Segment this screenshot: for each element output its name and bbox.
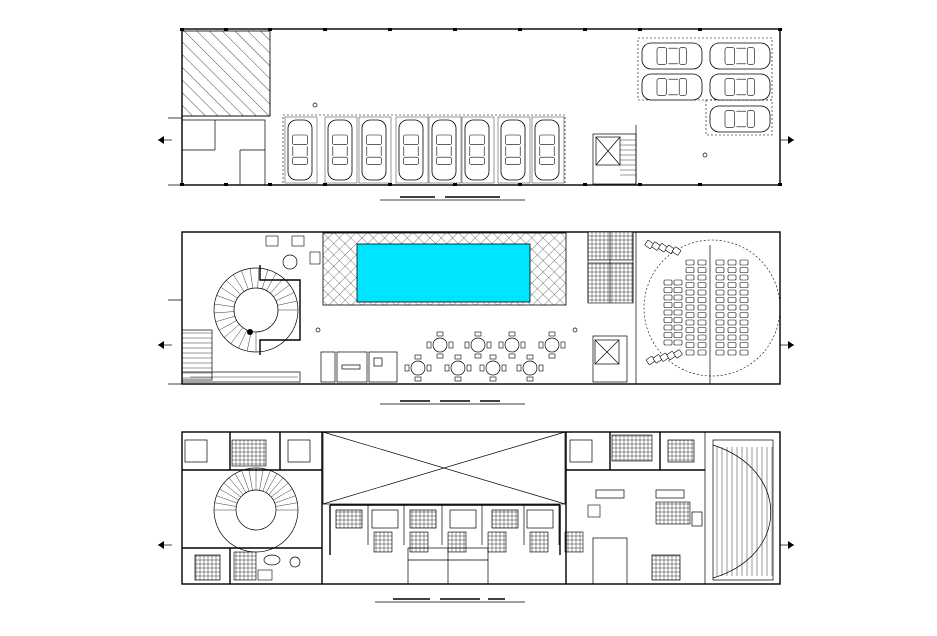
parked-car bbox=[709, 73, 771, 101]
parked-car bbox=[641, 42, 703, 70]
cafe-table bbox=[426, 331, 454, 359]
parking-level-plan bbox=[158, 28, 794, 201]
cafe-table bbox=[498, 331, 526, 359]
parked-car bbox=[641, 73, 703, 101]
cafe-table bbox=[464, 331, 492, 359]
parked-car bbox=[361, 119, 387, 181]
room-level-plan bbox=[158, 431, 794, 603]
parked-car bbox=[534, 119, 560, 181]
cafe-table bbox=[404, 354, 432, 382]
parked-car bbox=[431, 119, 457, 181]
parked-car bbox=[500, 119, 526, 181]
parked-car bbox=[709, 42, 771, 70]
parked-car bbox=[327, 119, 353, 181]
pool-level-plan bbox=[158, 231, 794, 405]
cafe-table bbox=[444, 354, 472, 382]
cafe-table bbox=[479, 354, 507, 382]
parked-car bbox=[398, 119, 424, 181]
parked-car bbox=[287, 119, 313, 181]
cafe-table bbox=[538, 331, 566, 359]
parked-car bbox=[464, 119, 490, 181]
cafe-table bbox=[516, 354, 544, 382]
parked-car bbox=[709, 105, 771, 133]
